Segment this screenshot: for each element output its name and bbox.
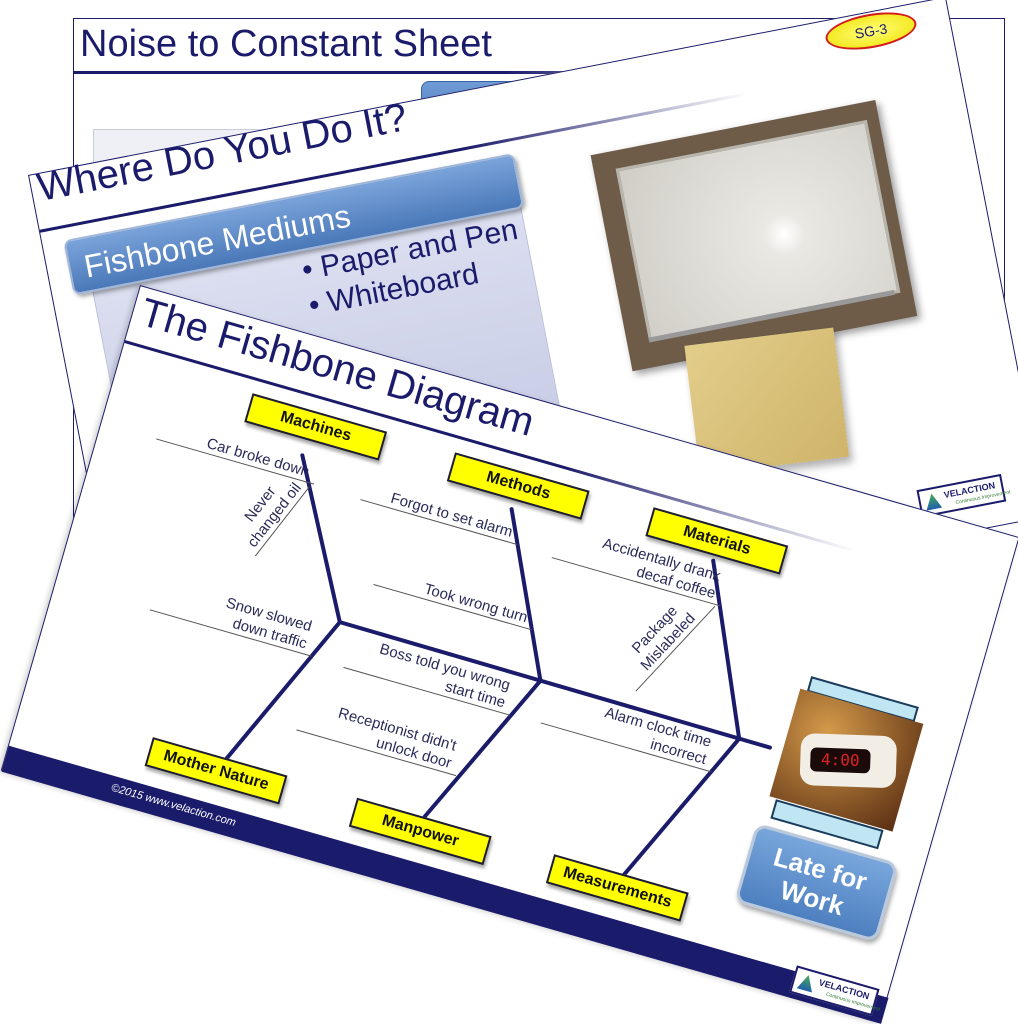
- bone-materials: [711, 558, 742, 741]
- whiteboard-surface: [615, 119, 901, 342]
- clock-display: 4:00: [809, 747, 871, 774]
- logo-icon: [797, 973, 817, 993]
- bone-methods: [509, 507, 543, 683]
- fishbone-skeleton: [223, 453, 772, 877]
- logo-icon: [924, 492, 943, 511]
- spine: [337, 620, 772, 750]
- title-underline: [74, 71, 794, 74]
- slide-fishbone-diagram[interactable]: The Fishbone Diagram Machines Methods Ma…: [0, 285, 1018, 1024]
- slide-title: Noise to Constant Sheet: [80, 23, 492, 65]
- bone-measurements: [622, 736, 742, 877]
- whiteboard-photo: [590, 99, 918, 372]
- bone-manpower: [422, 678, 543, 819]
- bone-machines: [300, 453, 342, 625]
- clock-body: 4:00: [799, 733, 898, 789]
- bone-mother-nature: [223, 620, 342, 762]
